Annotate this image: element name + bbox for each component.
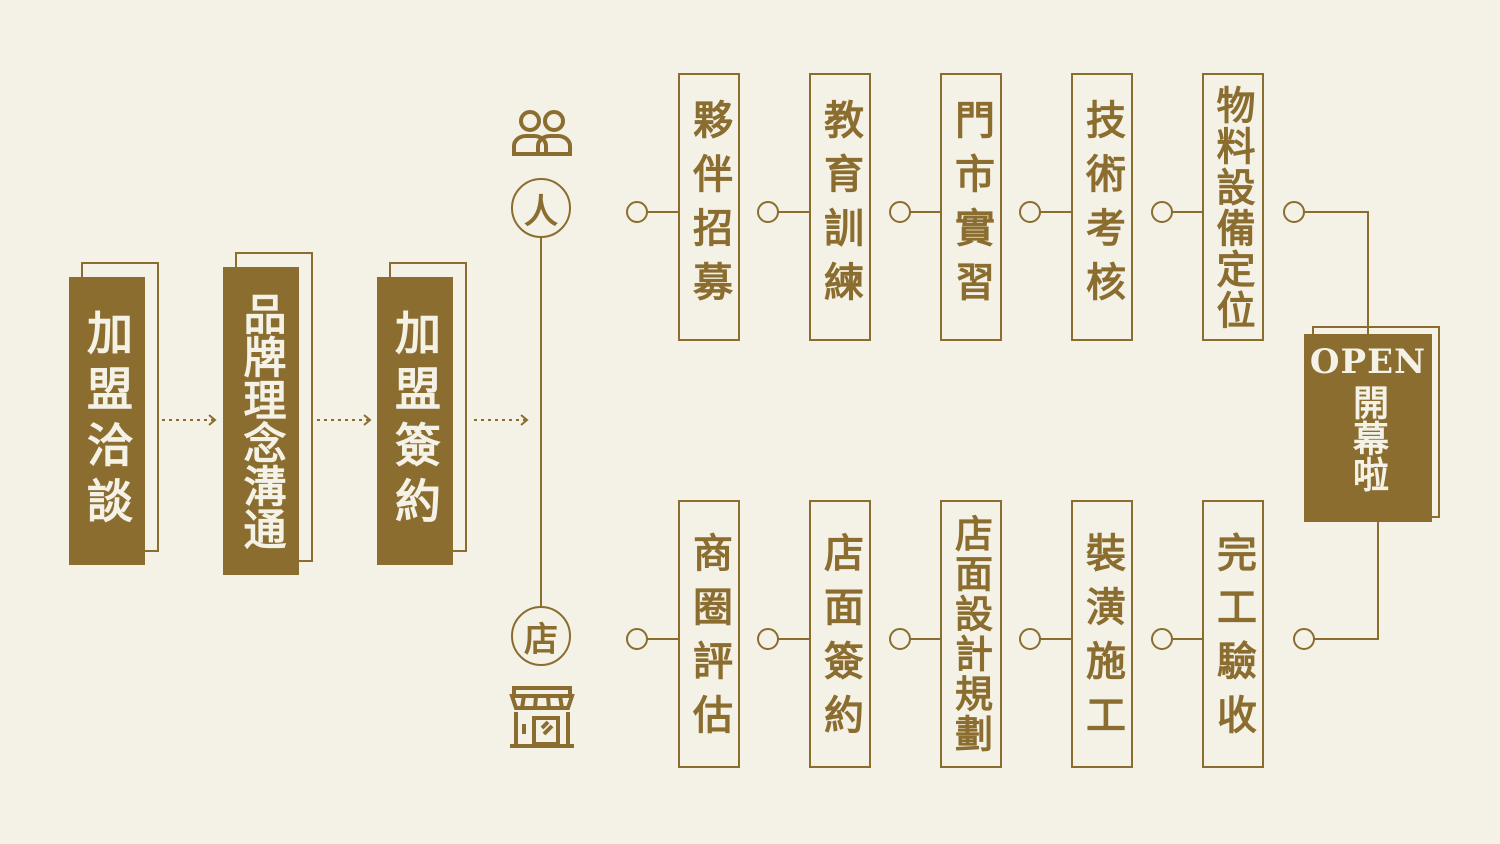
people-step-label: 教育訓練	[817, 99, 864, 315]
people-step-3: 門市實習	[940, 73, 1002, 341]
storefront-icon	[509, 686, 575, 748]
open-title: OPEN	[1309, 342, 1427, 382]
store-step-label: 店面簽約	[817, 532, 864, 748]
store-step-label: 店面設計規劃	[948, 514, 994, 754]
people-step-label: 技術考核	[1079, 99, 1126, 315]
store-step-label: 完工驗收	[1210, 532, 1257, 748]
store-step-2: 店面簽約	[809, 500, 871, 768]
store-step-4: 裝潢施工	[1071, 500, 1133, 768]
people-step-label: 門市實習	[948, 99, 995, 315]
open-box: OPEN 開幕啦	[1304, 334, 1432, 522]
step-label: 品牌理念溝通	[236, 292, 286, 550]
people-step-5: 物料設備定位	[1202, 73, 1264, 341]
step-label: 加盟洽談	[80, 309, 134, 533]
step-franchise-sign: 加盟簽約	[377, 277, 453, 565]
people-step-1: 夥伴招募	[678, 73, 740, 341]
store-step-5: 完工驗收	[1202, 500, 1264, 768]
store-step-label: 商圈評估	[686, 532, 733, 748]
step-label: 加盟簽約	[388, 309, 442, 533]
store-branch-label: 店	[511, 606, 571, 666]
people-step-2: 教育訓練	[809, 73, 871, 341]
store-step-1: 商圈評估	[678, 500, 740, 768]
people-step-4: 技術考核	[1071, 73, 1133, 341]
store-step-3: 店面設計規劃	[940, 500, 1002, 768]
people-icon	[512, 110, 572, 156]
people-step-label: 物料設備定位	[1210, 85, 1256, 331]
store-step-label: 裝潢施工	[1079, 532, 1126, 748]
open-subtitle: 開幕啦	[1347, 384, 1389, 492]
people-branch-label: 人	[511, 178, 571, 238]
step-brand-concept: 品牌理念溝通	[223, 267, 299, 575]
people-step-label: 夥伴招募	[686, 99, 733, 315]
step-franchise-talk: 加盟洽談	[69, 277, 145, 565]
